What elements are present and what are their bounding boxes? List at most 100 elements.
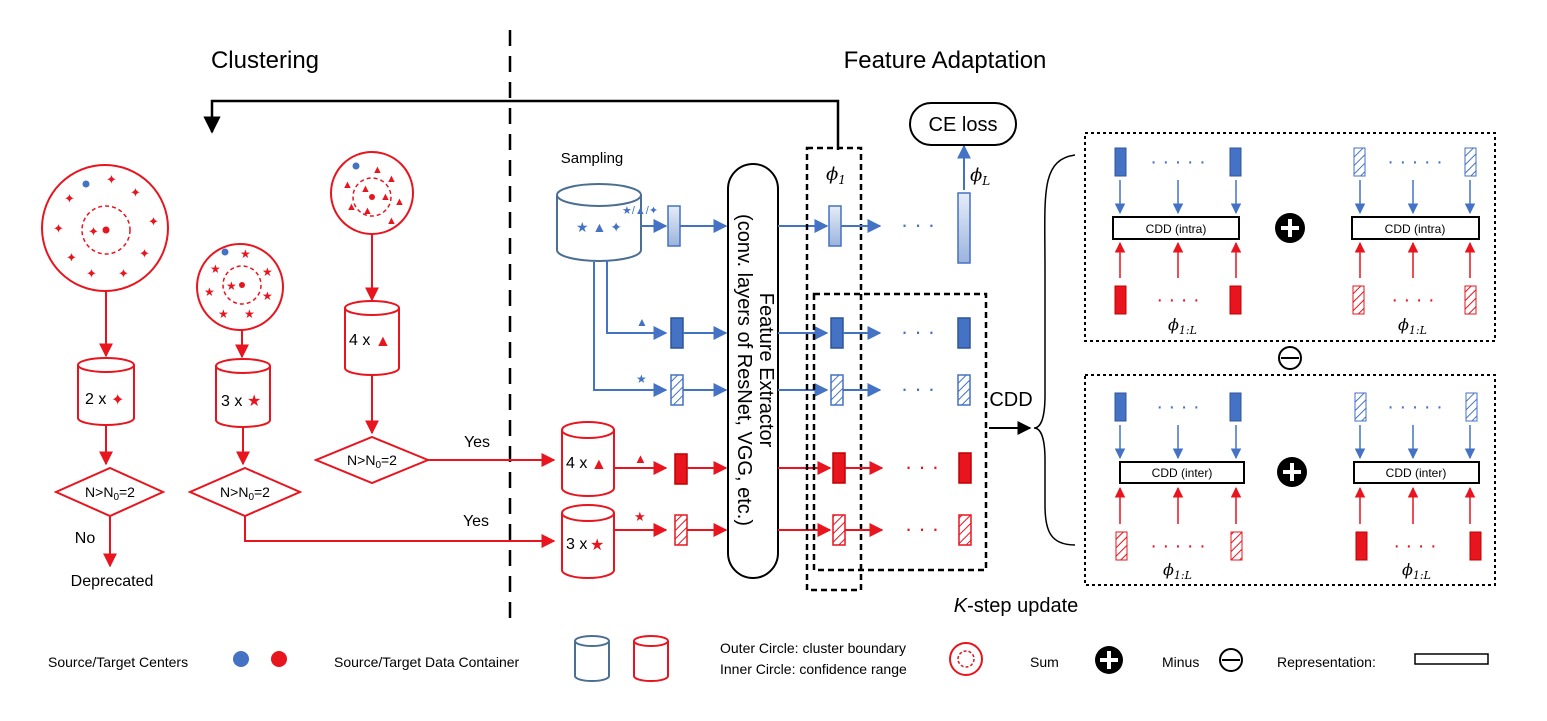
arrow	[593, 262, 668, 397]
source-container-symbols: ★ ▲ ✦	[576, 219, 622, 235]
svg-text:▲: ▲	[360, 183, 371, 195]
cdd-intra-box-2	[1351, 216, 1480, 240]
svg-text:▲: ▲	[380, 191, 391, 203]
source-hatched	[1354, 392, 1367, 422]
svg-text:▲: ▲	[372, 164, 383, 176]
layerL-target-hatched	[958, 514, 972, 546]
phi-range-label: ϕ1:L	[1163, 560, 1192, 582]
ellipsis: · · ·	[905, 454, 939, 479]
layer1-source-solid	[830, 317, 844, 349]
cdd-intra-box-1	[1112, 216, 1240, 240]
cluster-2: ★★ ★★ ★★ ★★ 3 x ★ N>N0=2 Yes	[187, 243, 556, 548]
svg-text:★: ★	[262, 265, 273, 279]
layer1-source-hatched	[830, 374, 844, 406]
star-tag-icon: ★	[634, 509, 646, 524]
svg-text:★: ★	[210, 262, 221, 276]
deprecated-label: Deprecated	[71, 573, 154, 590]
legend-outer-circle-label: Outer Circle: cluster boundary	[720, 640, 906, 656]
cross-star-icon: ✦	[111, 392, 124, 409]
cluster-2-points: ★★ ★★ ★★ ★★	[204, 247, 273, 321]
container-top	[344, 300, 400, 316]
container-3-count: 4 x	[349, 332, 370, 349]
cdd-inter-left: · · · · CDD (inter) · · · · · ϕ1:L	[1114, 392, 1245, 582]
legend-inner-circle-label: Inner Circle: confidence range	[720, 661, 907, 677]
container-1-count: 2 x	[85, 391, 106, 408]
target-center-icon	[271, 651, 287, 667]
sampling-label: Sampling	[561, 150, 624, 167]
svg-text:★: ★	[240, 247, 251, 261]
ellipsis: · · ·	[901, 376, 935, 401]
cluster-3-inner-circle	[352, 177, 392, 217]
svg-text:★: ★	[204, 285, 215, 299]
cdd-inter-box-1	[1119, 461, 1245, 484]
layer1-mixed-representation	[828, 205, 842, 247]
sum-icon-h	[1281, 226, 1299, 230]
target-representation-hatched	[674, 514, 688, 546]
layer1-target-solid	[832, 452, 846, 484]
no-label: No	[75, 530, 96, 547]
phi-range-label: ϕ1:L	[1168, 315, 1197, 337]
cluster-3: ▲▲ ▲▲ ▲▲ ▲▲ ▲ 4 x ▲ N>N0=2 Yes	[313, 151, 556, 485]
ellipsis: · · · ·	[1391, 289, 1434, 311]
source-solid	[1114, 147, 1127, 177]
ce-loss-box	[909, 102, 1017, 146]
target-solid	[1229, 285, 1242, 315]
cdd-intra-left: · · · · · CDD (intra) · · · · ϕ1:L	[1112, 147, 1242, 337]
representation-legend-icon	[1414, 653, 1489, 665]
source-hatched	[1465, 392, 1478, 422]
feature-extractor	[727, 163, 779, 579]
target-container-icon	[633, 641, 669, 682]
arrow	[606, 260, 668, 340]
decision-3-label: N>N0=2	[347, 452, 397, 471]
ellipsis: · · ·	[905, 516, 939, 541]
container-top	[633, 635, 669, 647]
star-icon: ★	[247, 393, 261, 410]
phi-range-label: ϕ1:L	[1402, 560, 1431, 582]
cdd-intra-label: CDD (intra)	[1146, 222, 1207, 236]
source-center-dot	[352, 162, 360, 170]
legend: Source/Target Centers Source/Target Data…	[48, 635, 1489, 682]
cdd-inter-right: · · · · · CDD (inter) · · · · ϕ1:L	[1353, 392, 1482, 582]
svg-text:★: ★	[218, 307, 229, 321]
target-representation-solid	[674, 453, 688, 485]
target-container-5: 3 x ★	[561, 504, 615, 579]
feature-adaptation-title: Feature Adaptation	[844, 47, 1047, 74]
cdd-inter-box-2	[1353, 461, 1480, 484]
svg-text:✦: ✦	[64, 191, 75, 206]
source-hatched	[1353, 147, 1366, 177]
triangle-tag-icon: ▲	[634, 451, 647, 466]
svg-text:✦: ✦	[139, 246, 150, 261]
target-center-dot	[369, 194, 375, 200]
cluster-1-inner-circle	[81, 205, 131, 255]
container-top	[574, 635, 610, 647]
star-icon: ★	[590, 537, 604, 554]
source-solid	[1229, 147, 1242, 177]
container-top	[77, 357, 135, 373]
k-step-update-label: K-step update	[954, 595, 1079, 617]
decision-3	[313, 435, 431, 485]
container-top	[215, 358, 271, 374]
svg-text:★: ★	[244, 307, 255, 321]
ellipsis: · · · · ·	[1387, 151, 1443, 173]
source-hatched	[1464, 147, 1477, 177]
source-container-icon	[574, 641, 610, 682]
confidence-range-icon	[957, 650, 975, 668]
ellipsis: · · · ·	[1393, 535, 1436, 557]
target-hatched	[1464, 285, 1477, 315]
sum-icon-h	[1100, 658, 1118, 662]
ellipsis: · · · ·	[1156, 289, 1199, 311]
cluster-3-points: ▲▲ ▲▲ ▲▲ ▲▲ ▲	[342, 164, 405, 227]
ellipsis: · · · · ·	[1387, 396, 1443, 418]
cluster-2-inner-circle	[222, 265, 262, 305]
container-4-count: 4 x	[566, 455, 587, 472]
container-5-count: 3 x	[566, 536, 587, 553]
target-solid	[1469, 531, 1482, 561]
svg-text:▲: ▲	[342, 179, 353, 191]
cdd-inter-label: CDD (inter)	[1152, 466, 1213, 480]
clustering-title: Clustering	[211, 47, 319, 74]
layerL-mixed-representation	[957, 192, 971, 264]
source-container: ★ ▲ ✦	[556, 183, 642, 262]
layer1-target-hatched	[832, 514, 846, 546]
target-solid	[1114, 285, 1127, 315]
